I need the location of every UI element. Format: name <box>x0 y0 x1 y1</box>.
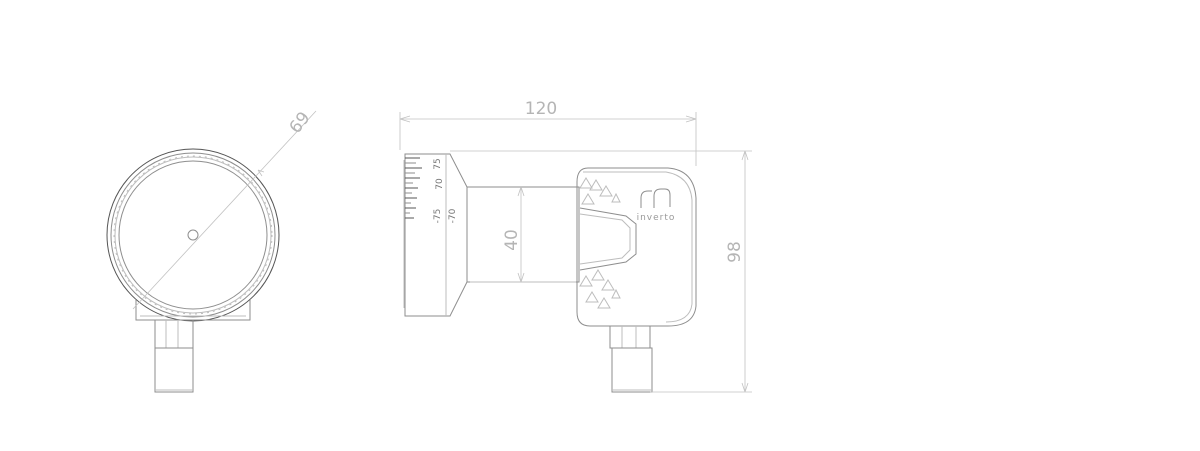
horn-scale-ticks <box>405 157 422 219</box>
length-label: 120 <box>525 99 557 119</box>
side-view: 75 70 -75 -70 <box>399 99 752 393</box>
scale-mark-2: 70 <box>435 178 445 190</box>
front-view: 69 <box>106 108 317 393</box>
brand-logo: inverto <box>637 188 676 223</box>
neck-label: 40 <box>502 229 522 251</box>
front-connector <box>154 319 194 393</box>
height-dimension: 98 <box>450 150 752 393</box>
length-dimension: 120 <box>399 99 697 166</box>
inverto-logo-icon <box>640 188 671 208</box>
feed-horn: 75 70 -75 -70 <box>403 153 468 317</box>
diameter-dimension: 69 <box>132 108 317 310</box>
scale-mark-1: 75 <box>433 158 443 169</box>
brand-label: inverto <box>637 213 676 223</box>
lnb-body <box>576 167 697 327</box>
neck-dimension: 40 <box>502 186 525 283</box>
front-housing-rings <box>106 148 280 322</box>
body-triangle-pattern <box>579 177 621 309</box>
scale-mark-4: -70 <box>448 208 458 223</box>
side-connector <box>609 325 653 393</box>
lnb-neck <box>466 186 580 283</box>
height-label: 98 <box>725 241 745 263</box>
front-center-hole <box>187 229 199 241</box>
diameter-label: 69 <box>286 108 315 137</box>
scale-mark-3: -75 <box>433 209 443 224</box>
